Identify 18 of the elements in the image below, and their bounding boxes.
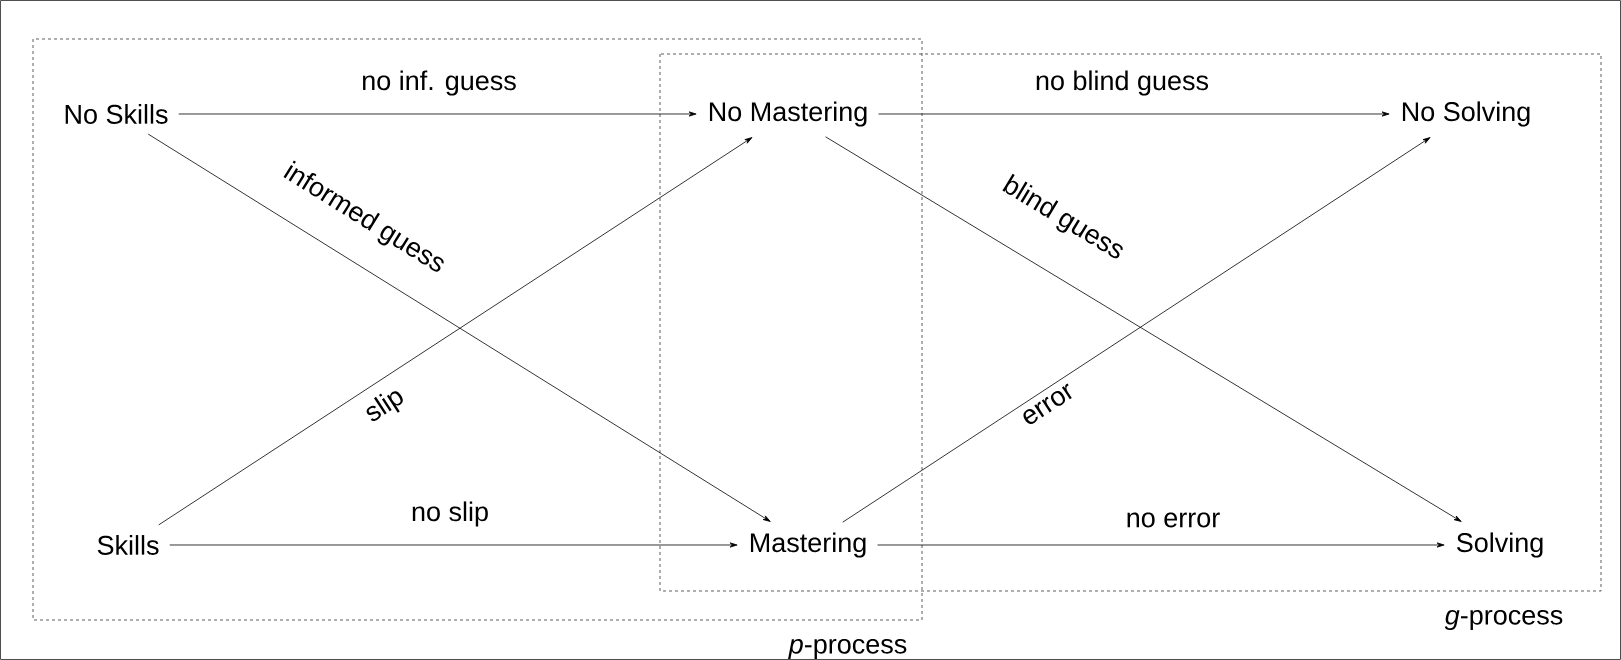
node-label: g-process xyxy=(1444,609,1563,631)
state-label: No Solving xyxy=(1402,101,1530,127)
state-label: Skills xyxy=(97,535,159,555)
state-label: Solving xyxy=(1456,532,1543,558)
edge-label: slip xyxy=(366,391,403,421)
state-label: Mastering xyxy=(750,532,866,558)
edge-label: no error xyxy=(1127,512,1220,528)
edge-label: no inf. guess xyxy=(363,70,516,96)
node-label: p-process xyxy=(788,638,907,660)
arrow xyxy=(178,111,697,117)
arrow xyxy=(878,111,1390,117)
state-label: No Skills xyxy=(65,104,168,124)
arrow xyxy=(169,542,738,548)
state-label: No Mastering xyxy=(709,101,867,127)
arrow xyxy=(877,542,1445,548)
edge-label: no slip xyxy=(412,501,488,527)
edge-label: no blind guess xyxy=(1036,70,1209,96)
edge-label: error xyxy=(1023,383,1072,424)
